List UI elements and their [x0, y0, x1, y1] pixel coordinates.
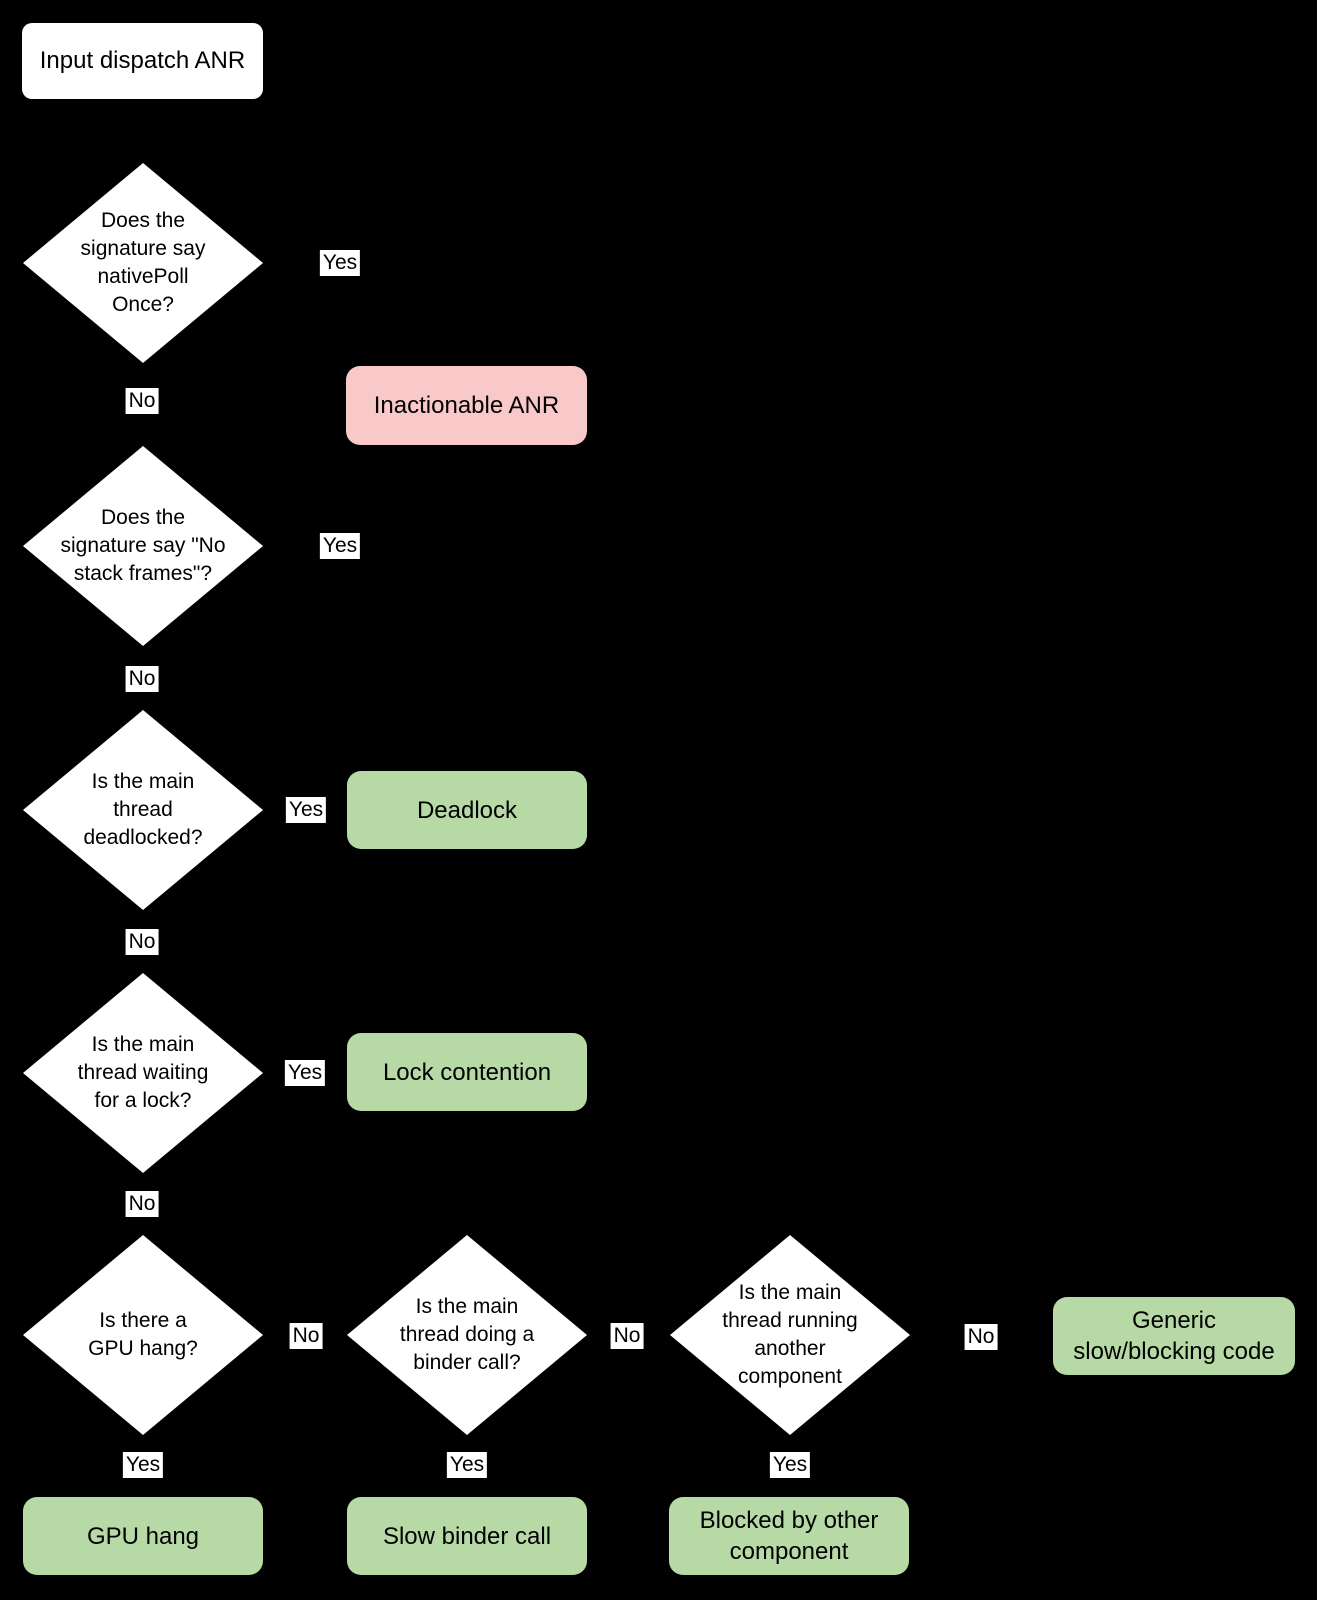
terminal-label: Deadlock [416, 796, 518, 824]
decision-gpu-hang: Is there a GPU hang? [23, 1235, 263, 1435]
decision-line: Is the main [415, 1295, 519, 1318]
terminal-label: slow/blocking code [1073, 1338, 1275, 1365]
start-node-label: Input dispatch ANR [39, 47, 246, 74]
decision-line: Is there a [99, 1309, 187, 1332]
terminal-label: Slow binder call [382, 1522, 552, 1550]
terminal-gpu-hang: GPU hang [23, 1497, 263, 1575]
terminal-blocked-by-other-component: Blocked by other component [669, 1497, 909, 1575]
decision-line: signature say "No [60, 534, 226, 557]
terminal-slow-binder-call: Slow binder call [347, 1497, 587, 1575]
edge-label-yes-gpu-hang: Yes [122, 1452, 164, 1478]
decision-line: deadlocked? [83, 826, 203, 849]
decision-line: Is the main [91, 1033, 195, 1056]
edge-label-no-waiting-lock: No [125, 1191, 159, 1217]
decision-main-thread-deadlocked: Is the main thread deadlocked? [23, 710, 263, 910]
decision-line: signature say [80, 237, 206, 260]
start-node-input-dispatch-anr: Input dispatch ANR [22, 23, 263, 99]
decision-line: component [738, 1365, 842, 1388]
terminal-label: Lock contention [382, 1058, 552, 1086]
terminal-label: Generic [1131, 1307, 1217, 1334]
decision-line: Once? [112, 293, 174, 316]
terminal-inactionable-anr: Inactionable ANR [346, 366, 587, 445]
decision-line: Does the [100, 209, 186, 232]
edge-label-no-nativepollonce: No [125, 388, 159, 414]
decision-main-thread-binder-call: Is the main thread doing a binder call? [347, 1235, 587, 1435]
decision-line: binder call? [413, 1351, 521, 1374]
decision-line: thread doing a [399, 1323, 535, 1346]
edge-label-yes-waiting-lock: Yes [284, 1060, 326, 1086]
decision-line: Is the main [738, 1281, 842, 1304]
edge-label-no-another-component: No [964, 1324, 998, 1350]
terminal-lock-contention: Lock contention [347, 1033, 587, 1111]
edge-label-yes-another-component: Yes [769, 1452, 811, 1478]
decision-main-thread-running-another-component: Is the main thread running another compo… [670, 1235, 910, 1435]
edge-label-no-deadlocked: No [125, 929, 159, 955]
decision-main-thread-waiting-lock: Is the main thread waiting for a lock? [23, 973, 263, 1173]
decision-signature-nativepollonce: Does the signature say nativePoll Once? [23, 163, 263, 363]
terminal-label: component [729, 1538, 849, 1565]
edge-label-yes-no-stack-frames: Yes [319, 533, 361, 559]
decision-signature-no-stack-frames: Does the signature say "No stack frames"… [23, 446, 263, 646]
decision-line: Does the [100, 506, 186, 529]
decision-line: GPU hang? [88, 1337, 198, 1360]
edge-label-yes-binder-call: Yes [446, 1452, 488, 1478]
decision-line: stack frames"? [73, 562, 213, 585]
decision-line: Is the main [91, 770, 195, 793]
terminal-generic-slow-blocking-code: Generic slow/blocking code [1053, 1297, 1295, 1375]
terminal-label: GPU hang [86, 1522, 200, 1550]
decision-line: nativePoll [97, 265, 189, 288]
terminal-label: Blocked by other [699, 1507, 879, 1534]
edge-label-no-gpu-hang: No [289, 1323, 323, 1349]
decision-line: thread running [722, 1309, 858, 1332]
decision-line: thread waiting [77, 1061, 209, 1084]
edge-label-no-no-stack-frames: No [125, 666, 159, 692]
edge-label-no-binder-call: No [610, 1323, 644, 1349]
edge-label-yes-nativepollonce: Yes [319, 250, 361, 276]
terminal-deadlock: Deadlock [347, 771, 587, 849]
terminal-label: Inactionable ANR [373, 392, 560, 419]
decision-line: thread [113, 798, 173, 821]
decision-line: another [754, 1337, 826, 1360]
decision-line: for a lock? [94, 1089, 192, 1112]
edge-label-yes-deadlocked: Yes [285, 797, 327, 823]
